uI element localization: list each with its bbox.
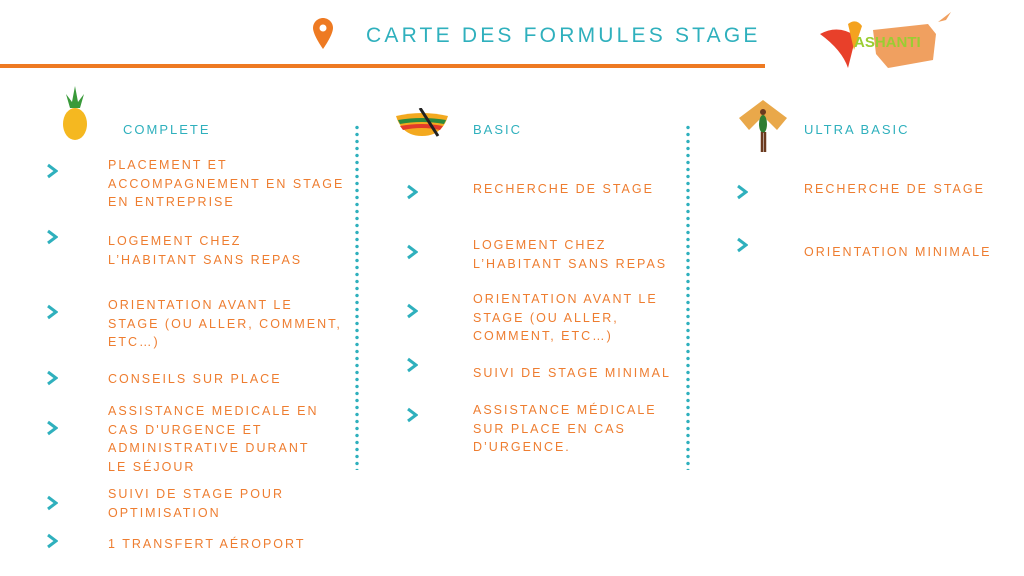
formula-feature-item: RECHERCHE DE STAGE <box>473 182 654 196</box>
formula-feature-item: 1 TRANSFERT AÉROPORT <box>108 537 306 551</box>
column-divider <box>686 124 690 470</box>
page-title: CARTE DES FORMULES STAGE <box>366 24 761 47</box>
logo-text: ASHANTI <box>854 34 921 51</box>
chevron-right-icon <box>407 184 418 200</box>
carnival-dancer-icon <box>739 100 787 152</box>
formula-feature-item: ORIENTATION AVANT LE STAGE (OU ALLER, CO… <box>473 292 658 343</box>
chevron-right-icon <box>737 237 748 253</box>
formula-feature-item: CONSEILS SUR PLACE <box>108 372 282 386</box>
pineapple-icon <box>63 86 87 140</box>
formula-feature-item: SUIVI DE STAGE POUR OPTIMISATION <box>108 487 284 520</box>
formula-feature-item: LOGEMENT CHEZ L’HABITANT SANS REPAS <box>108 234 303 267</box>
chevron-right-icon <box>407 407 418 423</box>
chevron-right-icon <box>407 357 418 373</box>
formula-feature-item: LOGEMENT CHEZ L’HABITANT SANS REPAS <box>473 238 668 271</box>
formula-feature-item: ORIENTATION AVANT LE STAGE (OU ALLER, CO… <box>108 298 342 349</box>
chevron-right-icon <box>47 229 58 245</box>
chevron-right-icon <box>737 184 748 200</box>
location-pin-icon <box>313 18 333 49</box>
column-divider <box>355 124 359 470</box>
chevron-right-icon <box>407 303 418 319</box>
formula-title-basic: BASIC <box>473 122 523 137</box>
formula-feature-item: ASSISTANCE MEDICALE EN CAS D'URGENCE ET … <box>108 404 319 474</box>
formula-title-ultra-basic: ULTRA BASIC <box>804 122 910 137</box>
formula-feature-item: PLACEMENT ET ACCOMPAGNEMENT EN STAGE EN … <box>108 158 345 209</box>
chevron-right-icon <box>47 304 58 320</box>
formula-feature-item: SUIVI DE STAGE MINIMAL <box>473 366 671 380</box>
formula-feature-item: ORIENTATION MINIMALE <box>804 245 992 259</box>
formula-feature-item: ASSISTANCE MÉDICALE SUR PLACE EN CAS D’U… <box>473 403 657 454</box>
title-underline <box>0 64 765 68</box>
chevron-right-icon <box>47 370 58 386</box>
formula-title-complete: COMPLETE <box>123 122 211 137</box>
chevron-right-icon <box>47 495 58 511</box>
chevron-right-icon <box>407 244 418 260</box>
ashanti-logo: ASHANTI <box>818 10 958 72</box>
canoe-icon <box>396 108 448 137</box>
chevron-right-icon <box>47 163 58 179</box>
chevron-right-icon <box>47 533 58 549</box>
chevron-right-icon <box>47 420 58 436</box>
formula-feature-item: RECHERCHE DE STAGE <box>804 182 985 196</box>
